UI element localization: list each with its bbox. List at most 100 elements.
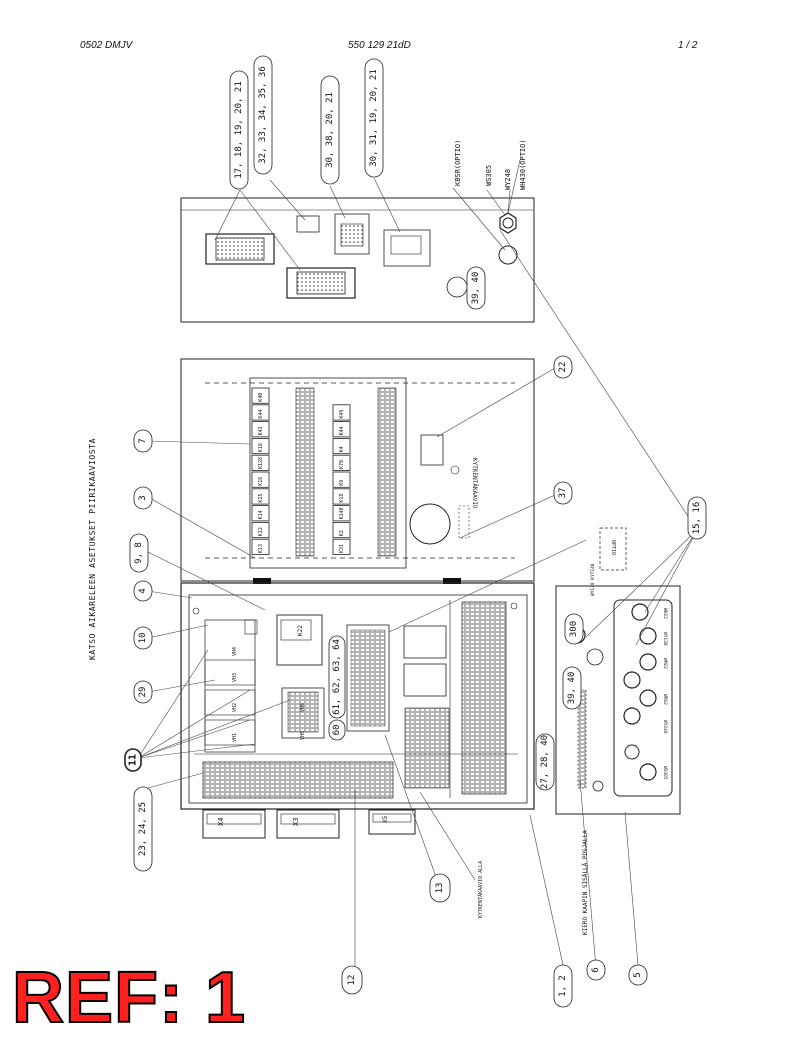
module-vh4: VH4 bbox=[232, 647, 238, 656]
callout-number: 3 bbox=[138, 495, 148, 500]
callout-bubble bbox=[133, 580, 153, 602]
callout-bubble bbox=[124, 748, 142, 772]
relay-label: K140 bbox=[339, 507, 345, 519]
relay bbox=[332, 538, 351, 555]
relay-label: K70 bbox=[339, 460, 345, 469]
ref-label: REF: 1 bbox=[11, 958, 247, 1038]
callout-number: 15, 16 bbox=[692, 502, 702, 535]
callout-bubble bbox=[564, 613, 584, 645]
relay bbox=[332, 522, 351, 539]
gland-label-wy138: WY138 bbox=[662, 632, 668, 646]
cable-label-wh430: WH430(OPTIO) bbox=[519, 139, 527, 190]
relay-label: K49 bbox=[339, 410, 345, 419]
top-view bbox=[180, 197, 535, 323]
callout-bubble bbox=[133, 429, 153, 453]
door-note: KYTKENTÄKAAVIO bbox=[471, 458, 478, 509]
relay bbox=[251, 471, 270, 488]
gland-label-wy248: WY248 bbox=[662, 720, 668, 734]
callout-number: 5 bbox=[633, 972, 643, 977]
relay bbox=[251, 522, 270, 539]
terminal-block-center bbox=[346, 624, 390, 732]
callout-number: 7 bbox=[138, 438, 148, 443]
optio-note: OPTIO bbox=[610, 540, 616, 555]
relay bbox=[332, 471, 351, 488]
relay bbox=[251, 488, 270, 505]
callout-number: 12 bbox=[347, 975, 357, 986]
callout-bubble bbox=[687, 496, 707, 540]
callout-bubble bbox=[328, 635, 346, 719]
callout-number: 29 bbox=[138, 687, 148, 698]
module-vh3: VH3 bbox=[232, 673, 238, 682]
callout-number: 17, 18, 19, 20, 21 bbox=[234, 81, 244, 179]
connector-x3: X3 bbox=[292, 818, 300, 826]
terminal-strip-bottom bbox=[202, 761, 394, 799]
module-vh6: VH6 bbox=[300, 703, 306, 712]
callout-bubble bbox=[253, 55, 273, 175]
callout-number: 30, 38, 20, 21 bbox=[325, 92, 335, 168]
cable-gland-1 bbox=[446, 276, 468, 298]
relay bbox=[251, 437, 270, 455]
callout-bubble bbox=[364, 58, 384, 178]
connector-small-2 bbox=[334, 213, 370, 255]
relay bbox=[332, 454, 351, 471]
drawing-code: 0502 DMJV bbox=[80, 40, 133, 51]
callout-bubble bbox=[320, 75, 340, 185]
terminal-rows-lower bbox=[404, 707, 450, 789]
relay-label: K18 bbox=[258, 443, 264, 452]
callout-number: 61, 62, 63, 64 bbox=[332, 639, 342, 715]
relay bbox=[332, 488, 351, 505]
callout-bubble bbox=[133, 786, 153, 872]
callout-bubble bbox=[535, 733, 555, 791]
relay-label: K9 bbox=[339, 480, 345, 486]
callout-number: 300 bbox=[569, 621, 579, 637]
relay-label: K31 bbox=[339, 544, 345, 553]
main-cabinet bbox=[180, 582, 535, 810]
callout-bubble bbox=[553, 355, 573, 379]
relay bbox=[332, 505, 351, 522]
cable-label-kbsr: KBSR(OPTIO) bbox=[454, 140, 462, 186]
bottom-connectors: X4 X3 X5 bbox=[202, 809, 416, 839]
note-kiero: KIERO KAAPIN SISÄLLÄ POSJALLA bbox=[582, 830, 589, 935]
callout-number: 13 bbox=[435, 883, 445, 894]
callout-bubble bbox=[429, 873, 451, 903]
relay-k22 bbox=[276, 614, 323, 666]
gland-label-wh22: WH22 bbox=[662, 608, 668, 619]
callout-bubble bbox=[586, 959, 606, 981]
cable-label-wy248: WY248 bbox=[504, 169, 512, 190]
relay-label: K44 bbox=[258, 410, 264, 419]
callout-bubble bbox=[133, 680, 153, 704]
callout-number: 9, 8 bbox=[134, 542, 144, 564]
connector-x5: X5 bbox=[382, 815, 389, 823]
relay-label: K12 bbox=[258, 527, 264, 536]
callout-number: 39, 40 bbox=[567, 672, 577, 705]
gland-label-ws305: WS305 bbox=[662, 766, 668, 780]
callout-bubble bbox=[553, 481, 573, 505]
relay-label: K2 bbox=[339, 530, 345, 536]
callout-number: 23, 24, 25 bbox=[138, 802, 148, 856]
cable-gland-2 bbox=[498, 245, 518, 265]
relay bbox=[332, 421, 351, 438]
module-vh1: VH1 bbox=[232, 733, 238, 742]
connector-x4: X4 bbox=[217, 818, 225, 826]
callout-number: 1, 2 bbox=[558, 975, 568, 997]
relay bbox=[251, 505, 270, 522]
callout-number: 32, 33, 34, 35, 36 bbox=[258, 66, 268, 164]
side-note: KATSO AIKARELEEN ASETUKSET PIIRIKAAVIOST… bbox=[88, 438, 97, 660]
callout-number: 22 bbox=[558, 362, 568, 373]
callout-bubble bbox=[133, 626, 153, 650]
relay-label: K18 bbox=[339, 494, 345, 503]
relay-label: K14 bbox=[258, 510, 264, 519]
relay bbox=[332, 437, 351, 455]
relay-label: K40 bbox=[258, 393, 264, 402]
relay-label: K16 bbox=[258, 477, 264, 486]
callout-number: 6 bbox=[591, 967, 601, 972]
relay-label: K15 bbox=[258, 494, 264, 503]
door-dial bbox=[409, 503, 451, 545]
note-wy138: WY138 KYT148 bbox=[590, 563, 596, 596]
callout-bubble bbox=[562, 666, 582, 710]
callout-bubble bbox=[229, 70, 249, 190]
